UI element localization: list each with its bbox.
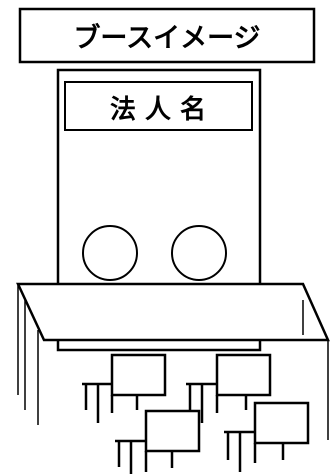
title-text: ブースイメージ (73, 22, 260, 54)
audience-chair (82, 353, 167, 423)
counter-table (16, 282, 330, 440)
title-sign (18, 7, 316, 64)
left-speaker-circle (82, 225, 138, 281)
company-name-text: 法 人 名 (110, 94, 206, 125)
audience-chair (224, 401, 310, 472)
audience-chair (115, 409, 201, 474)
right-speaker-circle (171, 225, 227, 281)
company-name-plate (64, 81, 253, 131)
audience-chair (186, 353, 272, 423)
